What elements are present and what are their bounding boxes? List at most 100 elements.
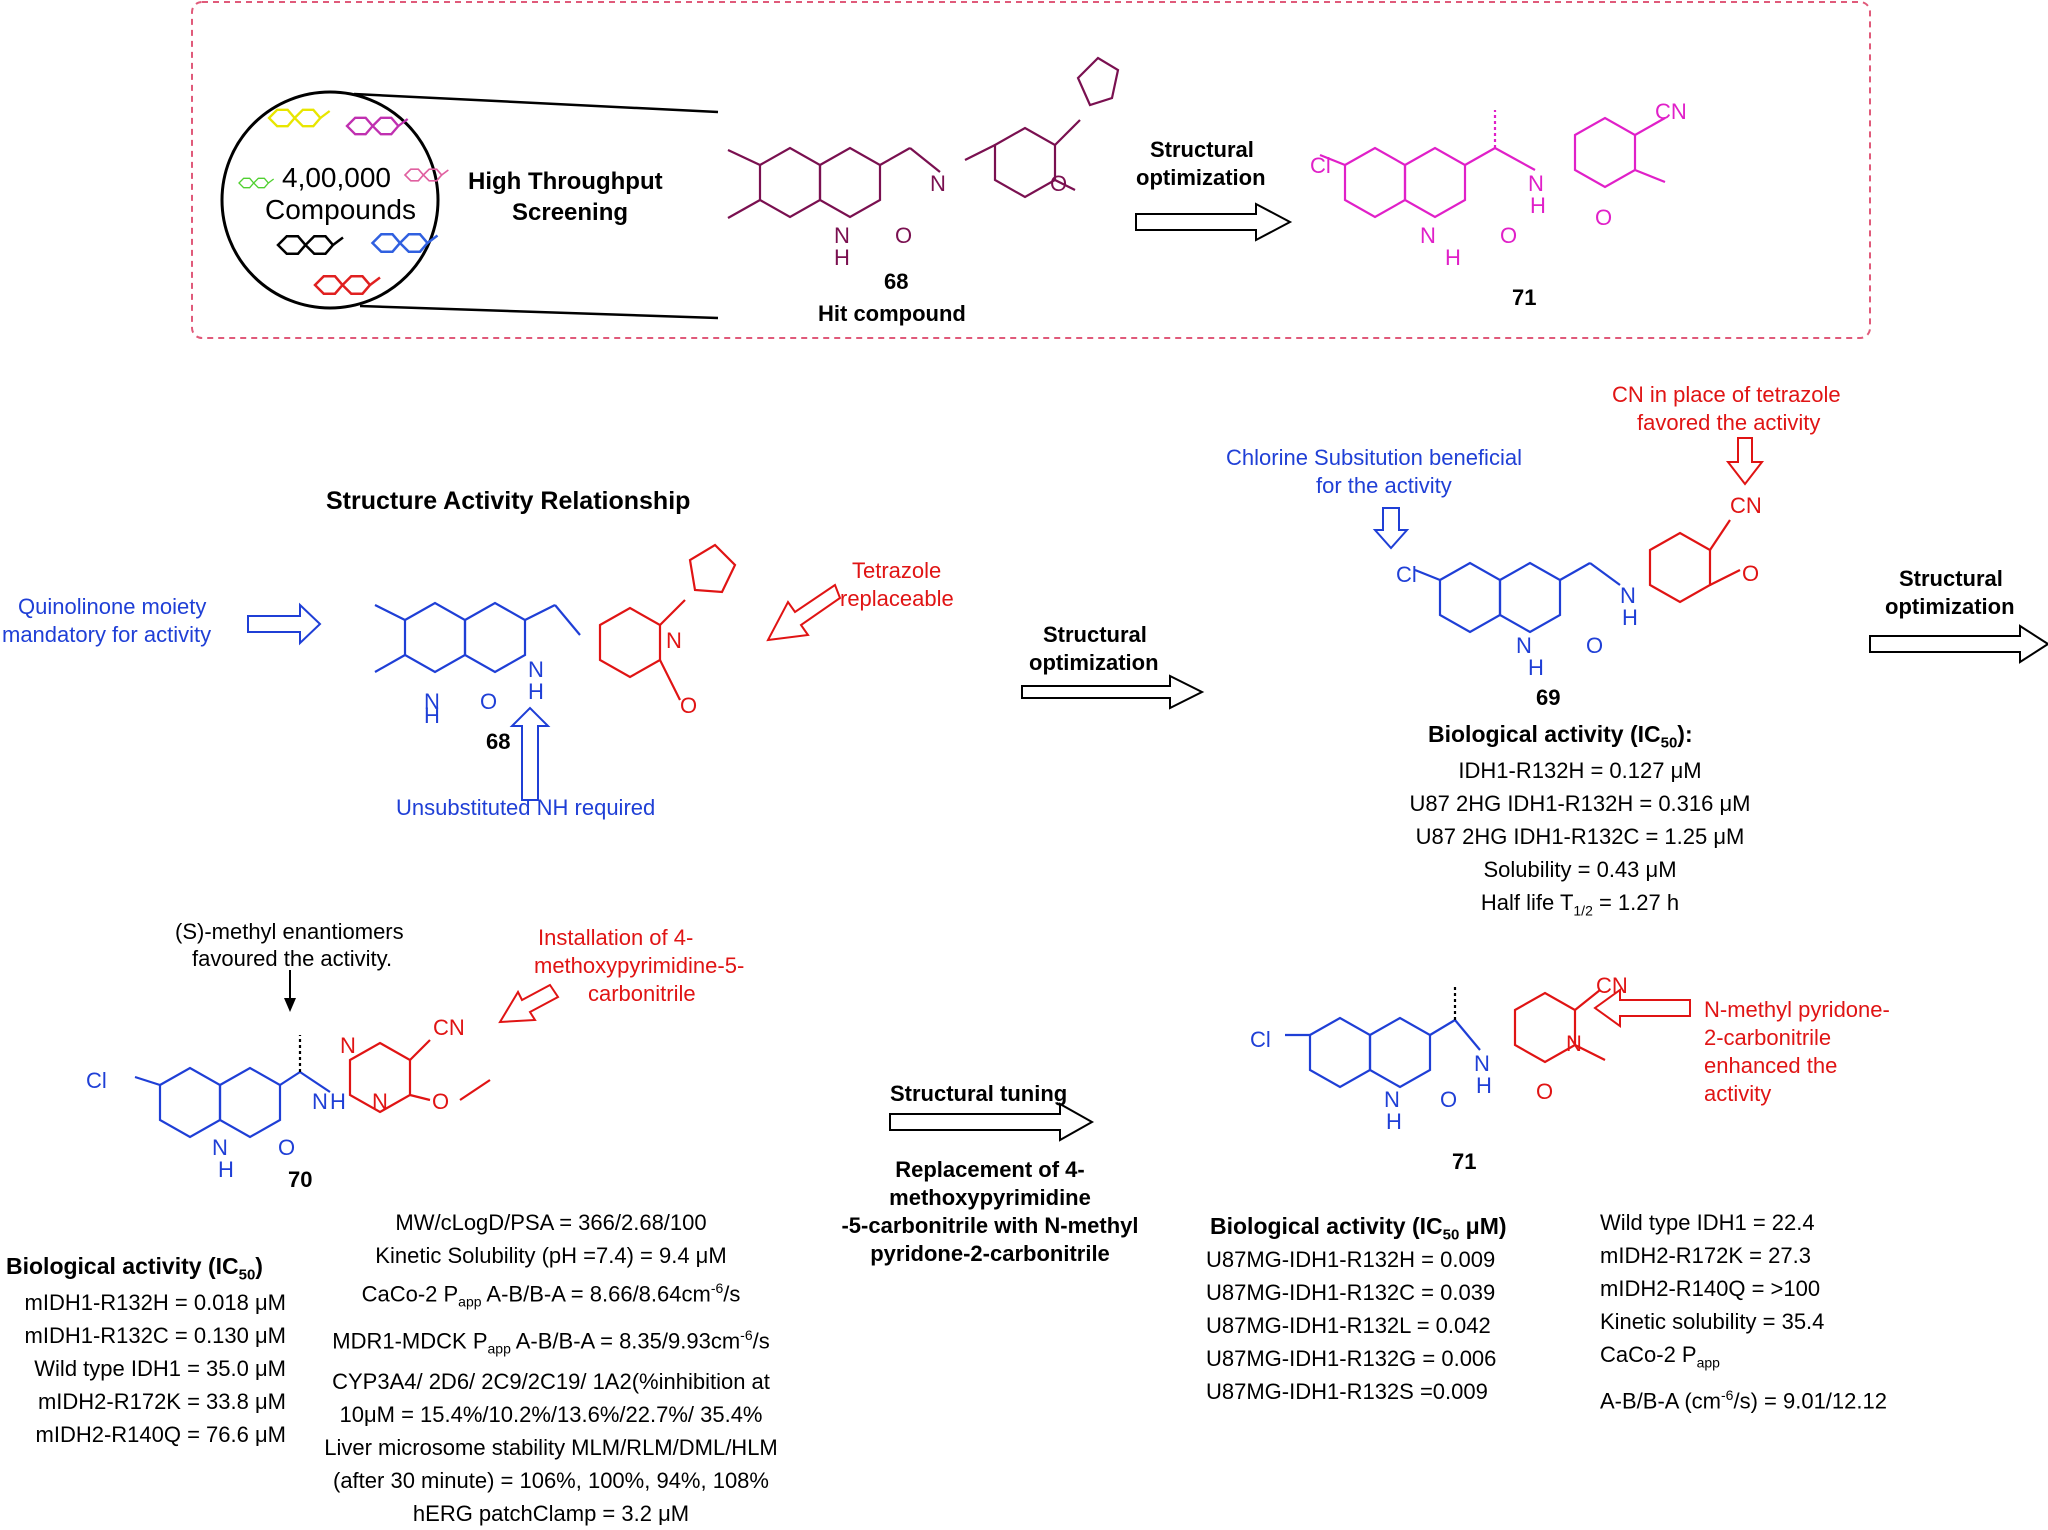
atom-cn-69: CN (1730, 493, 1762, 518)
pyridone-note: N-methyl pyridone- 2-carbonitrile enhanc… (1704, 996, 1890, 1108)
c71-prop-caco: CaCo-2 Papp (1600, 1342, 1720, 1371)
s-methyl-note-1: (S)-methyl enantiomers (175, 919, 404, 944)
c71-prop-4: Kinetic solubility = 35.4 (1600, 1309, 1825, 1334)
compound-71-top-number: 71 (1512, 285, 1537, 310)
nh-required-note: Unsubstituted NH required (396, 795, 656, 820)
quinolinone-note-2: mandatory for activity (2, 622, 212, 647)
atom-nh-71: N (1474, 1051, 1490, 1076)
c71-line-1: U87MG-IDH1-R132H = 0.009 (1206, 1247, 1496, 1272)
pyridone-note-2: 2-carbonitrile (1704, 1025, 1832, 1050)
atom-o2-71: O (1440, 1087, 1458, 1112)
atom-n1-70: N (340, 1033, 356, 1058)
cn-note-2: favored the activity (1637, 410, 1821, 435)
atom-tetrazole-n: N (666, 628, 682, 653)
c69-line-4: Solubility = 0.43 μM (1483, 857, 1677, 882)
compound-68-top-structure (727, 56, 1120, 219)
compound-69-structure (1414, 519, 1741, 634)
c70-line-4: mIDH2-R172K = 33.8 μM (37, 1389, 286, 1414)
atom-o-69: O (1742, 561, 1760, 586)
pyridone-note-3: enhanced the (1704, 1053, 1838, 1078)
compound-68-top-number: 68 (884, 269, 909, 294)
s-methyl-note-2: favoured the activity. (192, 946, 393, 971)
atom-n2-70: N (372, 1089, 388, 1114)
c71-prop-1: Wild type IDH1 = 22.4 (1600, 1210, 1815, 1235)
hts-frame (191, 1, 1871, 339)
atom-nh-69: N (1516, 633, 1532, 658)
atom-n-68top: N (834, 223, 850, 248)
atom-o2-69: O (1586, 633, 1604, 658)
arrow-sar-optimization (1021, 674, 1205, 710)
chlorine-note-2: for the activity (1316, 473, 1452, 498)
atom-h2-sar: H (424, 703, 440, 728)
c69-line-3: U87 2HG IDH1-R132C = 1.25 μM (1415, 824, 1745, 849)
c69-halflife: Half life T1/2 = 1.27 h (1480, 890, 1680, 919)
compound-69-number: 69 (1536, 685, 1561, 710)
pyridone-note-1: N-methyl pyridone- (1704, 997, 1890, 1022)
chlorine-note-1: Chlorine Subsitution beneficial (1226, 445, 1522, 470)
atom-o-70: O (432, 1089, 450, 1114)
library-label: Compounds (265, 194, 416, 225)
c71-activity-title: Biological activity (IC50 μM) (1210, 1213, 1507, 1244)
c71-prop-abba: A-B/B-A (cm-6/s) = 9.01/12.12 (1600, 1387, 1887, 1414)
replacement-line-1: Replacement of 4- (895, 1157, 1085, 1182)
tetrazole-note-1: Tetrazole (852, 558, 942, 583)
c70-prop-cyp2: 10μM = 15.4%/10.2%/13.6%/22.7%/ 35.4% (339, 1402, 763, 1428)
tuning-replacement-note: Replacement of 4- methoxypyrimidine -5-c… (810, 1156, 1170, 1268)
atom-o2-70: O (278, 1135, 296, 1160)
install-note-1: Installation of 4- (538, 925, 694, 950)
compound-68-caption: Hit compound (818, 301, 966, 326)
atom-h-69: H (1622, 605, 1638, 630)
c70-prop-ksol: Kinetic Solubility (pH =7.4) = 9.4 μM (375, 1243, 727, 1268)
atom-cn-70: CN (433, 1015, 465, 1040)
sar-arrow-label-2: optimization (1029, 650, 1159, 675)
atom-h-71: H (1476, 1073, 1492, 1098)
install-note-2: methoxypyrimidine-5- (534, 953, 745, 978)
arrow-structural-tuning (889, 1102, 1095, 1142)
tuning-arrow-label: Structural tuning (890, 1081, 1068, 1106)
c70-line-3: Wild type IDH1 = 35.0 μM (34, 1356, 286, 1381)
atom-o2-71top: O (1595, 205, 1613, 230)
c70-prop-mw: MW/cLogD/PSA = 366/2.68/100 (395, 1210, 707, 1235)
tetrazole-note-2: replaceable (840, 586, 954, 611)
compound-68-sar-number: 68 (486, 729, 511, 754)
atom-h2-71top: H (1445, 245, 1461, 270)
atom-cl-71top: Cl (1310, 153, 1331, 178)
c71-activity-list: U87MG-IDH1-R132H = 0.009 U87MG-IDH1-R132… (1206, 1243, 1496, 1408)
c71-prop-2: mIDH2-R172K = 27.3 (1600, 1243, 1811, 1268)
c70-prop-mdck: MDR1-MDCK Papp A-B/B-A = 8.35/9.93cm-6/s (332, 1326, 770, 1357)
c69-arrow-label-2: optimization (1885, 594, 2015, 619)
arrow-69-optimization (1869, 624, 2048, 664)
c70-line-5: mIDH2-R140Q = 76.6 μM (35, 1422, 287, 1447)
atom-cl-70: Cl (86, 1068, 107, 1093)
top-arrow-label-2: optimization (1136, 165, 1266, 190)
arrow-quinolinone (247, 602, 322, 646)
c70-prop-lm1: Liver microsome stability MLM/RLM/DML/HL… (324, 1435, 778, 1461)
arrow-cn (1725, 437, 1765, 486)
c71-line-3: U87MG-IDH1-R132L = 0.042 (1206, 1313, 1491, 1338)
atom-o-71top: O (1500, 223, 1518, 248)
c70-prop-herg: hERG patchClamp = 3.2 μM (412, 1501, 690, 1527)
atom-nh-68top: N (930, 171, 946, 196)
arrow-nh (509, 706, 551, 801)
c69-activity-list: IDH1-R132H = 0.127 μM U87 2HG IDH1-R132H… (1370, 754, 1790, 927)
compound-library-circle (220, 90, 440, 310)
arrow-chlorine (1372, 507, 1410, 550)
replacement-line-3: -5-carbonitrile with N-methyl (841, 1213, 1139, 1238)
arrow-tetrazole (766, 583, 842, 642)
compound-71-top-structure (1319, 110, 1666, 219)
atom-nh-sar: N (528, 657, 544, 682)
atom-o-68top: O (895, 223, 913, 248)
compound-71-bottom-structure (1285, 985, 1606, 1089)
c70-activity-list: mIDH1-R132H = 0.018 μM mIDH1-R132C = 0.1… (0, 1286, 287, 1451)
arrow-top-optimization (1135, 202, 1293, 242)
atom-n2-71: N (1384, 1087, 1400, 1112)
atom-cl-69: Cl (1396, 562, 1417, 587)
arrow-pyridone (1593, 988, 1691, 1028)
atom-o2-sar: O (680, 693, 698, 718)
c70-line-1: mIDH1-R132H = 0.018 μM (24, 1290, 287, 1315)
c70-activity-title: Biological activity (IC50) (6, 1253, 263, 1284)
atom-cn-71top: CN (1655, 99, 1687, 124)
atom-h-71top: H (1530, 193, 1546, 218)
atom-n-71: N (1566, 1031, 1582, 1056)
replacement-line-2: methoxypyrimidine (889, 1185, 1091, 1210)
